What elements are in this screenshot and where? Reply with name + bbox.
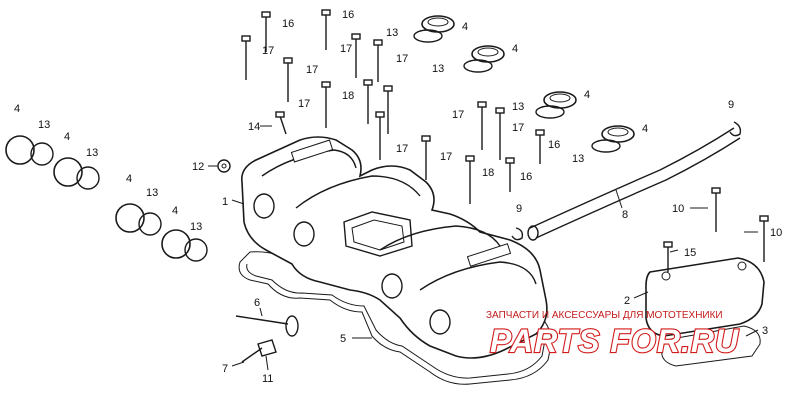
- cap-plugs-left: [5, 135, 208, 262]
- hose-clip-top: [729, 121, 742, 137]
- cover-bolts: [241, 9, 769, 272]
- nameplate-right: [466, 243, 512, 267]
- breather-hose-edge: [535, 137, 741, 239]
- callout-11: 11: [262, 373, 273, 385]
- side-cover-plate: [645, 257, 765, 337]
- callout-6: 6: [254, 297, 260, 309]
- cover-breather-inner: [351, 219, 405, 251]
- callout-1: 1: [222, 196, 228, 208]
- callout-13: 13: [572, 153, 584, 165]
- callout-13: 13: [38, 119, 50, 131]
- side-plate-bolt-2: [737, 261, 747, 271]
- callout-4: 4: [14, 103, 20, 115]
- washer-12: [217, 159, 231, 173]
- cover-boss-4: [429, 309, 451, 335]
- callout-4: 4: [126, 173, 132, 185]
- callout-17: 18: [482, 167, 494, 179]
- callout-18: 18: [342, 90, 354, 102]
- callout-13: 13: [432, 63, 444, 75]
- breather-hose: [529, 127, 735, 229]
- callout-13: 13: [512, 101, 524, 113]
- nameplate-left: [290, 139, 334, 163]
- callout-4: 4: [512, 43, 518, 55]
- callout-4: 4: [462, 21, 468, 33]
- cover-breather-recess: [343, 211, 413, 257]
- callout-14: 14: [248, 121, 260, 133]
- watermark-tagline: ЗАПЧАСТИ И АКСЕССУАРЫ ДЛЯ МОТОТЕХНИКИ: [486, 310, 723, 321]
- callout-4: 4: [172, 205, 178, 217]
- callout-7: 7: [222, 363, 228, 375]
- callout-9: 9: [516, 203, 522, 215]
- callout-17: 17: [440, 151, 452, 163]
- callout-5: 5: [340, 333, 346, 345]
- callout-4: 4: [64, 131, 70, 143]
- cover-boss-1: [253, 193, 275, 219]
- callout-16: 16: [548, 139, 560, 151]
- callout-4: 4: [642, 123, 648, 135]
- cap-seals-top: [413, 15, 635, 153]
- side-plate-bolt-1: [661, 271, 671, 281]
- cover-ridge-2: [295, 175, 421, 209]
- callout-4: 4: [584, 89, 590, 101]
- cover-boss-2: [293, 221, 315, 247]
- tacho-gear-shaft: [235, 315, 289, 325]
- leader-lines: [208, 125, 759, 371]
- callout-17: 17: [340, 43, 352, 55]
- hose-clip-bottom: [511, 227, 524, 241]
- callout-12: 12: [192, 161, 204, 173]
- callout-13: 13: [86, 147, 98, 159]
- cover-ridge-1: [261, 149, 357, 177]
- plate-11: [257, 339, 277, 357]
- side-plate-gasket: [661, 325, 761, 367]
- callout-3: 3: [762, 325, 768, 337]
- callout-17: 17: [396, 53, 408, 65]
- callout-13: 13: [386, 27, 398, 39]
- callout-9: 9: [728, 99, 734, 111]
- callout-17: 17: [452, 109, 464, 121]
- callout-16: 16: [520, 171, 532, 183]
- bolt-7: [241, 347, 263, 363]
- callout-17: 17: [306, 64, 318, 76]
- cover-boss-3: [381, 273, 403, 299]
- callout-17: 17: [396, 143, 408, 155]
- breather-hose-end: [527, 225, 539, 241]
- callout-17: 17: [298, 98, 310, 110]
- tacho-gear: [285, 315, 299, 337]
- callout-13: 13: [146, 187, 158, 199]
- callout-8: 8: [622, 209, 628, 221]
- callout-10: 10: [770, 227, 782, 239]
- callout-16: 16: [282, 18, 294, 30]
- callout-labels: 1 2 3 4 4 4 4 4 4 4 4 5 6 7 8 9 9 10 10 …: [14, 9, 782, 385]
- callout-17: 17: [512, 122, 524, 134]
- washer-12-hole: [221, 163, 227, 169]
- callout-17: 17: [262, 45, 274, 57]
- cover-ridge-4: [419, 261, 537, 291]
- callout-16: 16: [342, 9, 354, 21]
- cylinder-head-cover: [240, 136, 548, 359]
- callout-10: 10: [672, 203, 684, 215]
- cover-ridge-3: [379, 225, 501, 251]
- callout-15: 15: [684, 247, 696, 259]
- callout-2: 2: [624, 295, 630, 307]
- callout-13: 13: [190, 221, 202, 233]
- watermark-logo: PARTS FOR.RU: [490, 323, 739, 359]
- cover-gasket-inner: [246, 263, 546, 379]
